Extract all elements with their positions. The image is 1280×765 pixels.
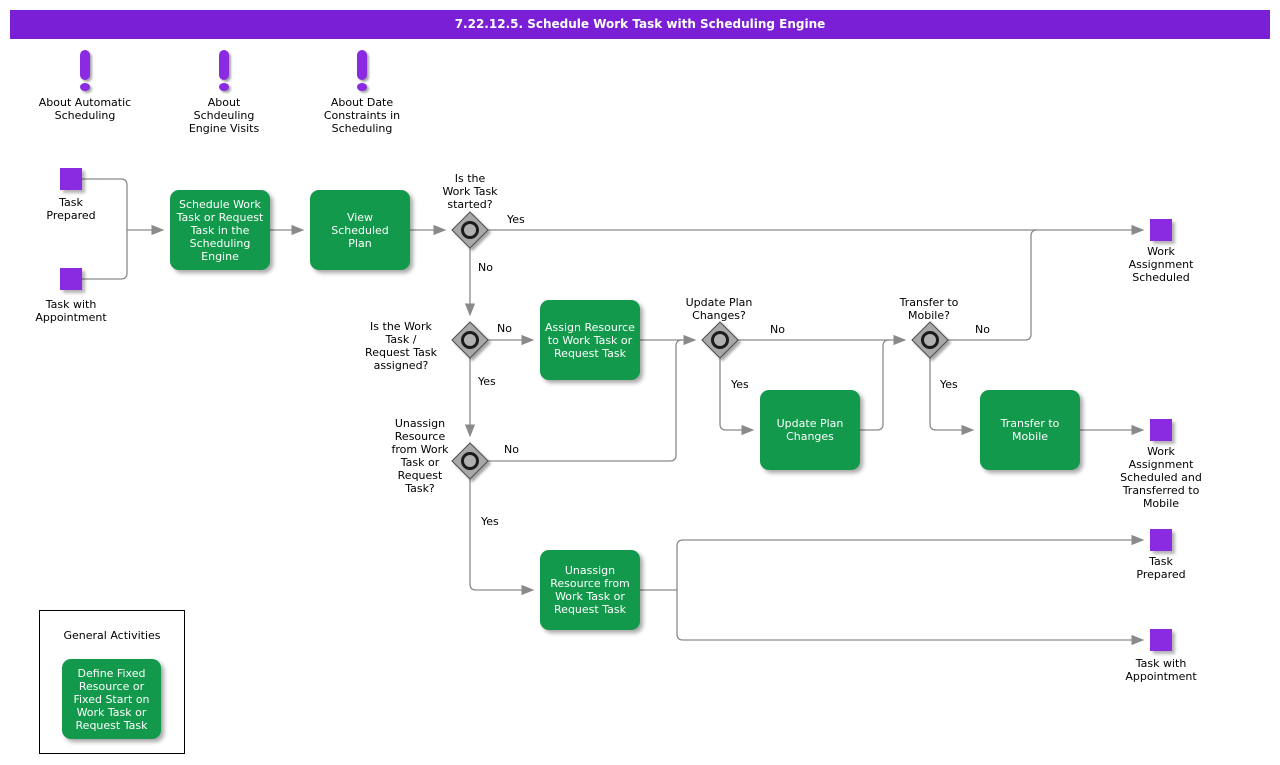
exclamation-icon: [80, 50, 90, 80]
connector: [860, 339, 890, 431]
branch-label-no: No: [478, 261, 493, 274]
event-label-scheduled-and-transferred: Work Assignment Scheduled and Transferre…: [1120, 445, 1202, 510]
branch-label-yes: Yes: [940, 378, 958, 391]
decision-transfer-to-mobile: [911, 321, 949, 359]
activity-view-scheduled-plan[interactable]: View Scheduled Plan: [310, 190, 410, 270]
note-label: About Date Constraints in Scheduling: [323, 96, 401, 135]
start-event-task-prepared: [60, 168, 82, 190]
exclamation-icon: [357, 50, 367, 80]
branch-label-no: No: [975, 323, 990, 336]
end-event-scheduled-and-transferred: [1150, 419, 1172, 441]
decision-circle-icon: [921, 331, 939, 349]
connector: [82, 178, 128, 280]
activity-define-fixed-resource[interactable]: Define Fixed Resource or Fixed Start on …: [62, 659, 161, 739]
connector: [676, 534, 1145, 590]
connector: [719, 358, 755, 436]
decision-diamond-shape: [701, 321, 739, 359]
end-event-work-assignment-scheduled: [1150, 219, 1172, 241]
exclamation-icon: [219, 50, 229, 80]
decision-circle-icon: [461, 331, 479, 349]
branch-label-yes: Yes: [731, 378, 749, 391]
decision-label-unassign-resource: Unassign Resource from Work Task or Requ…: [391, 417, 449, 495]
note-about-schdeuling-engine-visits[interactable]: About Schdeuling Engine Visits: [159, 50, 289, 135]
activity-unassign-resource[interactable]: Unassign Resource from Work Task or Requ…: [540, 550, 640, 630]
decision-label-transfer-to-mobile: Transfer to Mobile?: [899, 296, 959, 322]
connector: [469, 479, 535, 596]
event-label-task-prepared: Task Prepared: [46, 196, 96, 222]
branch-label-yes: Yes: [507, 213, 525, 226]
end-event-task-prepared: [1150, 529, 1172, 551]
diagram-title: 7.22.12.5. Schedule Work Task with Sched…: [454, 17, 826, 31]
decision-diamond-shape: [451, 442, 489, 480]
end-event-task-with-appointment: [1150, 629, 1172, 651]
branch-label-no: No: [504, 443, 519, 456]
decision-work-task-started: [451, 211, 489, 249]
general-activities-title: General Activities: [63, 629, 161, 642]
branch-label-yes: Yes: [478, 375, 496, 388]
note-about-automatic-scheduling[interactable]: About Automatic Scheduling: [20, 50, 150, 122]
connector: [929, 358, 975, 436]
branch-label-no: No: [770, 323, 785, 336]
event-label-task-prepared-end: Task Prepared: [1136, 555, 1186, 581]
decision-unassign-resource: [451, 442, 489, 480]
connector: [948, 229, 1038, 341]
decision-circle-icon: [711, 331, 729, 349]
event-label-task-with-appointment: Task with Appointment: [35, 298, 107, 324]
event-label-work-assignment-scheduled: Work Assignment Scheduled: [1128, 245, 1194, 284]
branch-label-no: No: [497, 322, 512, 335]
note-label: About Automatic Scheduling: [38, 96, 132, 122]
exclamation-dot-icon: [80, 83, 90, 91]
activity-transfer-to-mobile[interactable]: Transfer to Mobile: [980, 390, 1080, 470]
note-about-date-constraints[interactable]: About Date Constraints in Scheduling: [297, 50, 427, 135]
branch-label-yes: Yes: [481, 515, 499, 528]
decision-label-update-plan-changes: Update Plan Changes?: [685, 296, 753, 322]
decision-diamond-shape: [451, 321, 489, 359]
start-event-task-with-appointment: [60, 268, 82, 290]
decision-circle-icon: [461, 221, 479, 239]
note-label: About Schdeuling Engine Visits: [188, 96, 260, 135]
diagram-title-bar: 7.22.12.5. Schedule Work Task with Sched…: [10, 10, 1270, 39]
general-activities-panel: General Activities Define Fixed Resource…: [39, 610, 185, 754]
activity-update-plan-changes[interactable]: Update Plan Changes: [760, 390, 860, 470]
connector: [676, 590, 1145, 646]
decision-label-work-task-assigned: Is the Work Task / Request Task assigned…: [365, 320, 437, 372]
event-label-task-with-appointment-end: Task with Appointment: [1125, 657, 1197, 683]
activity-schedule-work-task[interactable]: Schedule Work Task or Request Task in th…: [170, 190, 270, 270]
decision-label-work-task-started: Is the Work Task started?: [442, 172, 498, 211]
decision-circle-icon: [461, 452, 479, 470]
exclamation-dot-icon: [357, 83, 367, 91]
activity-assign-resource[interactable]: Assign Resource to Work Task or Request …: [540, 300, 640, 380]
decision-work-task-assigned: [451, 321, 489, 359]
exclamation-dot-icon: [219, 83, 229, 91]
decision-update-plan-changes: [701, 321, 739, 359]
decision-diamond-shape: [451, 211, 489, 249]
decision-diamond-shape: [911, 321, 949, 359]
